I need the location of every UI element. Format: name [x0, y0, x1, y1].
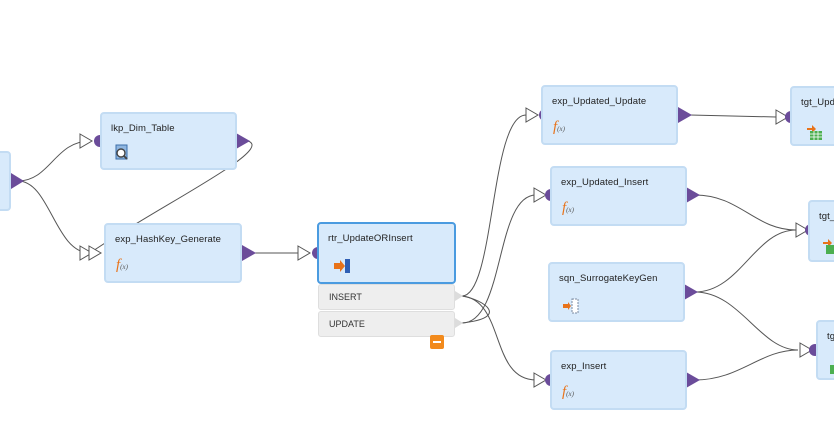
- link-insert-upd: [461, 114, 527, 297]
- sequence-node-surrogate-keygen[interactable]: sqn_SurrogateKeyGen: [548, 262, 685, 322]
- output-port-upd: [678, 107, 692, 123]
- output-port-source: [11, 173, 24, 189]
- link-source-lkp: [17, 140, 91, 182]
- target-node-2[interactable]: tgt_: [808, 200, 834, 262]
- link-exins-tgt3: [694, 349, 799, 381]
- link-sqn-tgt3: [694, 291, 799, 351]
- node-title: exp_Insert: [561, 361, 607, 372]
- link-sqn-tgt2: [694, 229, 797, 293]
- output-port-sqn: [684, 284, 698, 300]
- expression-fx-icon: f(x): [553, 119, 565, 135]
- router-icon: [334, 259, 350, 273]
- router-node-update-or-insert[interactable]: rtr_UpdateORInsert: [317, 222, 456, 284]
- node-title: lkp_Dim_Table: [111, 123, 175, 134]
- node-title: exp_HashKey_Generate: [115, 234, 222, 245]
- expression-fx-icon: f(x): [562, 384, 574, 400]
- link-upd-tgt1: [689, 114, 777, 118]
- target-table-icon: [823, 239, 834, 254]
- link-update-cross: [461, 295, 490, 324]
- expression-node-insert[interactable]: exp_Insert f(x): [550, 350, 687, 410]
- output-port-exins: [686, 372, 700, 388]
- target-node-3[interactable]: tg: [816, 320, 834, 380]
- node-title: sqn_SurrogateKeyGen: [559, 273, 658, 284]
- node-title: exp_Updated_Insert: [561, 177, 649, 188]
- lookup-icon: [115, 144, 128, 160]
- link-insert-exins: [461, 295, 537, 381]
- node-title: tgt_Upd: [801, 97, 834, 108]
- router-group-insert[interactable]: INSERT: [318, 284, 455, 310]
- expression-fx-icon: f(x): [116, 257, 128, 273]
- node-title: exp_Updated_Update: [552, 96, 647, 107]
- node-title: tg: [827, 331, 834, 342]
- target-table-icon: [830, 365, 834, 374]
- sequence-generator-icon: [563, 298, 579, 314]
- output-port-lkp: [236, 133, 250, 149]
- output-port-ins: [686, 187, 700, 203]
- router-group-update[interactable]: UPDATE: [318, 311, 455, 337]
- output-port-hash: [242, 245, 256, 261]
- link-update-ins: [461, 194, 537, 324]
- link-ins-tgt2: [694, 194, 797, 231]
- collapse-minus-icon[interactable]: [430, 335, 444, 349]
- source-node-partial[interactable]: [0, 151, 11, 211]
- expression-fx-icon: f(x): [562, 200, 574, 216]
- expression-node-updated-insert[interactable]: exp_Updated_Insert f(x): [550, 166, 687, 226]
- target-node-1[interactable]: tgt_Upd: [790, 86, 834, 146]
- lookup-node-lkp-dim-table[interactable]: lkp_Dim_Table: [100, 112, 237, 170]
- link-source-hash: [17, 180, 91, 254]
- target-table-icon: [807, 125, 822, 140]
- node-title: rtr_UpdateORInsert: [328, 233, 413, 244]
- expression-node-hashkey-generate[interactable]: exp_HashKey_Generate f(x): [104, 223, 242, 283]
- expression-node-updated-update[interactable]: exp_Updated_Update f(x): [541, 85, 678, 145]
- node-title: tgt_: [819, 211, 834, 222]
